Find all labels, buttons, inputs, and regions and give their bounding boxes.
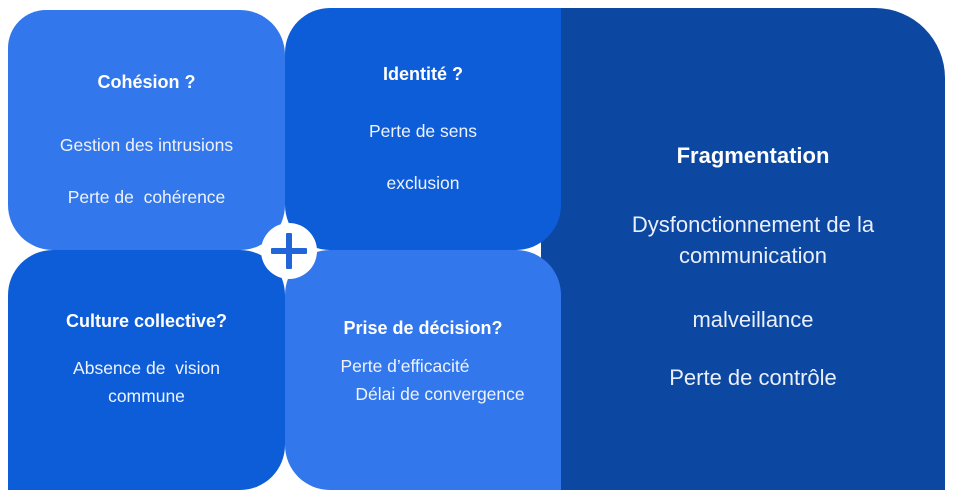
result-line: malveillance — [692, 307, 814, 332]
quadrant-title: Prise de décision? — [343, 318, 503, 338]
quadrant-line: Gestion des intrusions — [59, 135, 234, 155]
result-line: Perte de contrôle — [669, 365, 837, 390]
quadrant-prise-de-decision: Prise de décision? Perte d’efficacité Dé… — [285, 250, 561, 490]
quadrant-identite: Identité ? Perte de sens exclusion — [285, 8, 561, 250]
quadrant-line: Perte de cohérence — [67, 187, 226, 207]
quadrant-culture-collective: Culture collective? Absence de vision co… — [8, 250, 285, 490]
result-line: communication — [679, 243, 827, 268]
quadrant-line: Perte de sens — [369, 121, 477, 141]
result-title: Fragmentation — [676, 143, 830, 168]
plus-icon — [271, 233, 307, 269]
result-panel-fragmentation: Fragmentation Dysfonctionnement de la co… — [541, 8, 945, 490]
quadrant-cohesion: Cohésion ? Gestion des intrusions Perte … — [8, 10, 285, 250]
quadrant-title: Cohésion ? — [97, 72, 196, 92]
quadrant-line: exclusion — [386, 173, 460, 193]
result-line: Dysfonctionnement de la — [631, 212, 875, 237]
quadrant-line: Absence de vision — [73, 358, 220, 378]
quadrant-line: Délai de convergence — [355, 384, 525, 404]
quadrant-title: Culture collective? — [65, 311, 228, 331]
quadrant-line: Perte d’efficacité — [340, 356, 470, 376]
quadrant-line: commune — [108, 386, 185, 406]
quadrant-title: Identité ? — [383, 64, 463, 84]
plus-badge — [261, 223, 317, 279]
